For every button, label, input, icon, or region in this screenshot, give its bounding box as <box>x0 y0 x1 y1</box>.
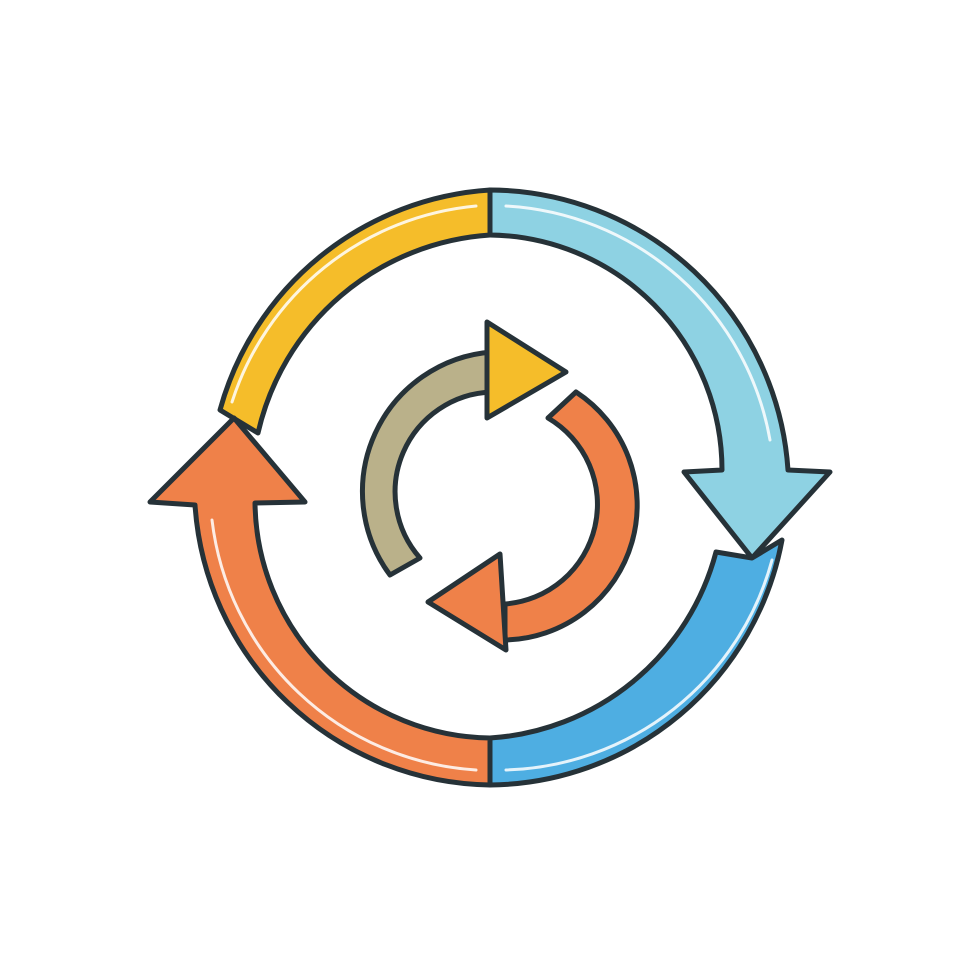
outer-ring <box>147 187 833 788</box>
highlight-blue <box>504 558 774 772</box>
inner-orange-arc <box>502 389 640 643</box>
inner-yellow-arrowhead <box>484 319 569 421</box>
outer-ring-blue-segment <box>487 537 785 788</box>
outer-ring-light-blue-segment <box>487 187 833 561</box>
highlights <box>210 204 774 772</box>
highlight-orange <box>210 518 478 772</box>
outer-ring-orange-segment <box>147 415 493 788</box>
inner-khaki-arc <box>359 349 495 578</box>
inner-cycle <box>359 319 640 653</box>
inner-orange-arrowhead <box>425 551 509 653</box>
highlight-light-blue <box>504 204 772 442</box>
highlight-yellow <box>230 204 478 404</box>
